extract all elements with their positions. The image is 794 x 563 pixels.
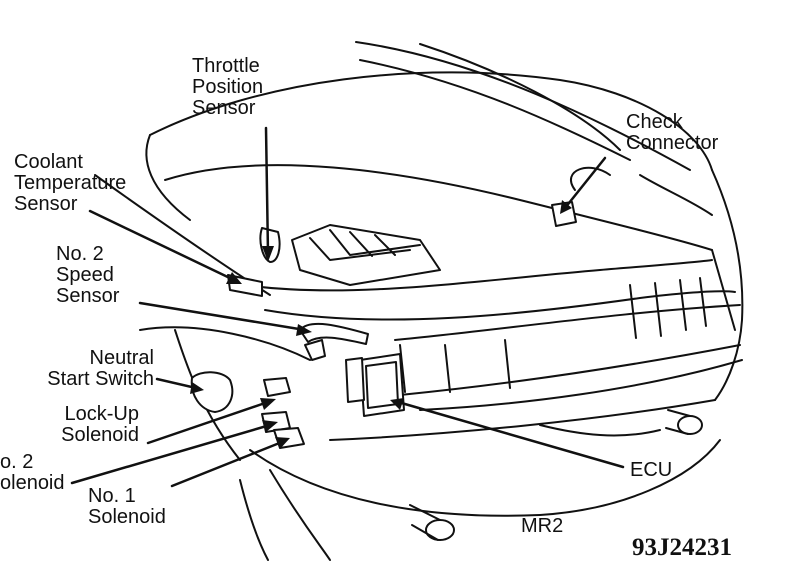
label-line: Sensor [192,97,256,119]
no1-solenoid-label: No. 1 Solenoid [88,486,166,528]
model-label: MR2 [521,515,564,537]
neutral-start-switch-label: Neutral Start Switch [47,348,154,390]
label-line: Connector [626,132,719,154]
label-line: o. 2 [0,451,34,473]
engine-intake [291,224,441,286]
label-line: Coolant [14,151,83,173]
label-line: Sensor [14,193,78,215]
exhaust-pipes [409,409,703,541]
component-parts [190,201,577,449]
label-line: olenoid [0,472,65,494]
label-line: No. 2 [56,243,104,265]
figure-code: 93J24231 [632,534,732,561]
label-line: No. 1 [88,485,136,507]
arrowheads [190,200,572,449]
label-line: Solenoid [88,506,166,528]
no2-solenoid-label: o. 2 olenoid [0,452,65,494]
label-line: Position [192,76,264,98]
ecu-label: ECU [630,459,673,481]
throttle-position-sensor-label: Throttle Position Sensor [192,56,263,119]
lock-up-solenoid-label: Lock-Up Solenoid [61,404,139,446]
label-line: Speed [56,264,114,286]
label-line: Solenoid [61,424,139,446]
leader-lines [70,126,625,488]
label-line: Sensor [56,285,120,307]
label-line: Lock-Up [64,403,139,425]
check-connector-label: Check Connector [626,112,718,154]
coolant-temperature-sensor-label: Coolant Temperature Sensor [14,152,126,215]
label-line: Start Switch [47,368,154,390]
no2-speed-sensor-label: No. 2 Speed Sensor [56,244,119,307]
label-line: Neutral [89,347,154,369]
label-line: Temperature [14,172,127,194]
car-body [94,41,744,561]
label-line: Check [626,111,683,133]
label-line: Throttle [192,55,260,77]
